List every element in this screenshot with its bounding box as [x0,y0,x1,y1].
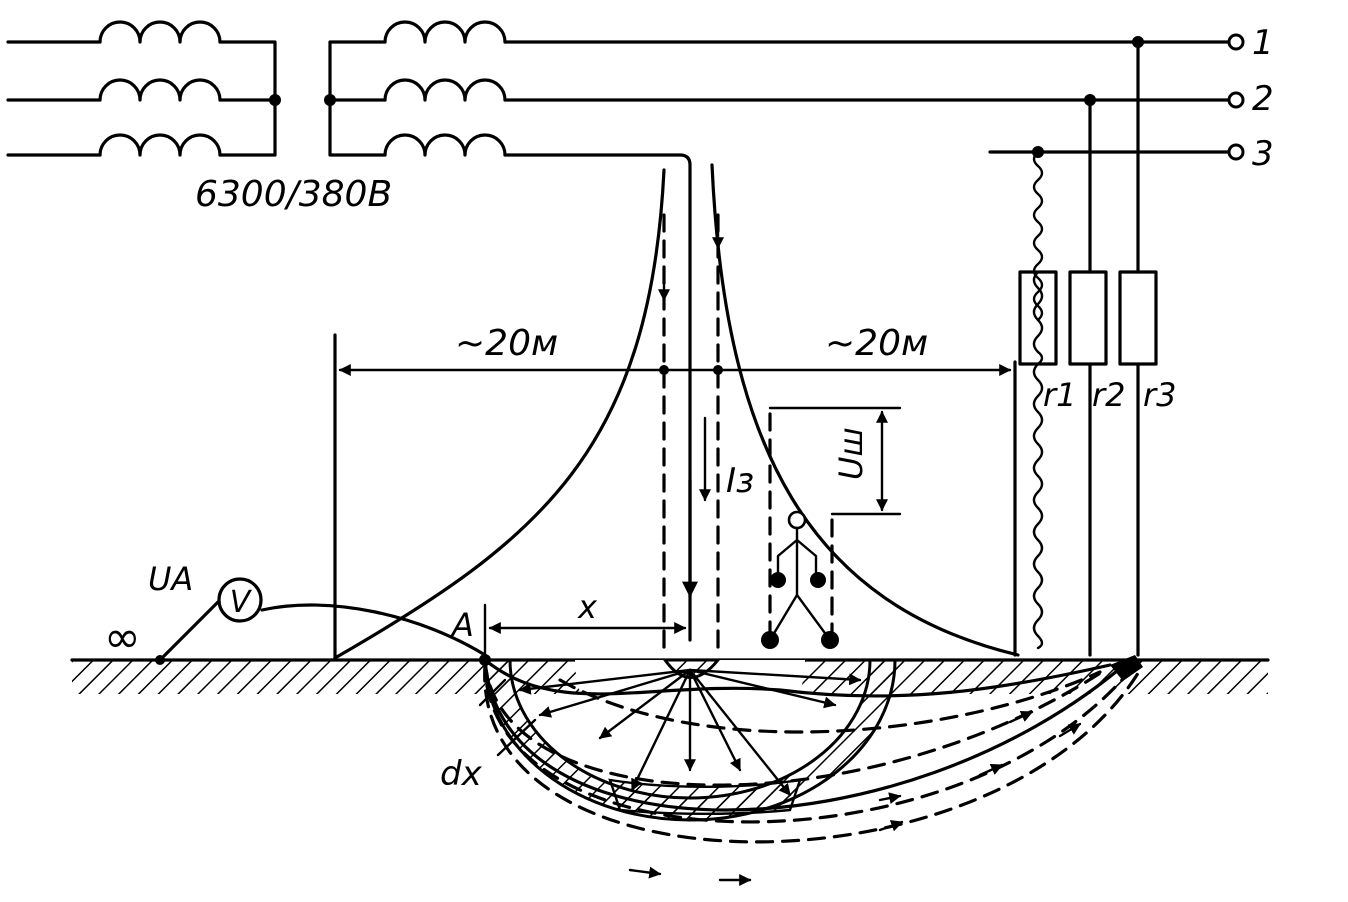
ground-current-label: Iз [726,461,754,501]
voltmeter-icon [217,577,263,623]
person-figure [761,510,839,649]
terminal-3-label: 3 [1252,134,1274,174]
terminal-2[interactable] [1227,91,1245,109]
point-a-label: A [450,606,474,644]
differential-dx: dx [440,678,537,794]
transformer-secondary-winding [324,20,507,157]
distance-left-label: ~20м [455,323,558,364]
transformer-primary-winding [6,20,281,157]
distance-x-label: x [577,588,598,626]
step-voltage-label: Uш [832,427,870,480]
current-flow-arrows [518,668,862,797]
secondary-star-point [324,94,336,106]
dx-label: dx [440,754,483,794]
terminal-1-label: 1 [1252,23,1274,63]
potential-curve [333,163,1020,660]
terminal-3[interactable] [1227,143,1245,161]
resistor-r3-label: r3 [1143,376,1177,414]
resistor-r1-label: r1 [1043,376,1077,414]
point-a-distance: A x [450,588,687,662]
insulation-resistors: r1 r2 r3 [1018,40,1177,657]
voltmeter-reading-label: UA [148,560,193,598]
transformer-rating-label: 6300/380В [195,174,392,215]
voltmeter: V UA ∞ [104,560,491,666]
infinity-label: ∞ [104,612,141,663]
terminal-2-label: 2 [1252,79,1274,119]
distance-dimensions: ~20м ~20м [333,323,1017,660]
terminals: 1 2 3 [1227,23,1274,174]
primary-star-point [269,94,281,106]
step-voltage: Uш [768,406,902,642]
voltmeter-symbol: V [230,585,253,620]
resistor-r2-label: r2 [1092,376,1126,414]
terminal-1[interactable] [1227,33,1245,51]
distance-right-label: ~20м [825,323,928,364]
return-current-paths [483,655,1143,886]
ground-electrode: Iз [658,213,754,657]
